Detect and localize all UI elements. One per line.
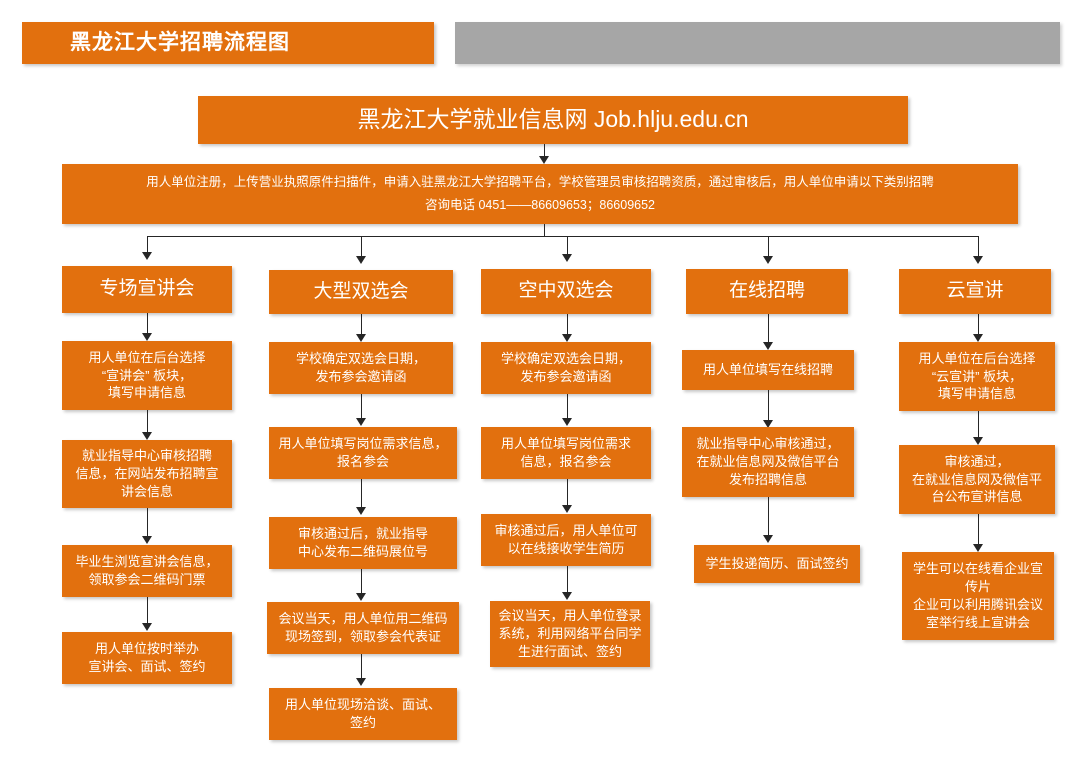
arrow-c4-3 [763,535,773,543]
connector-distribution-bus [147,236,978,238]
connector-c1-4 [146,597,149,627]
step-box[interactable]: 会议当天，用人单位用二维码 现场签到，领取参会代表证 [267,602,459,654]
arrow-bus-drop-2 [356,256,366,264]
step-box[interactable]: 用人单位填写岗位需求信息， 报名参会 [269,427,457,479]
column-head-online-recruitment[interactable]: 在线招聘 [686,269,848,314]
connector-c5-2 [977,411,980,441]
connector-c1-2 [146,410,149,436]
column-head-special-session[interactable]: 专场宣讲会 [62,266,232,313]
arrow-c1-2 [142,432,152,440]
column-head-air-job-fair[interactable]: 空中双选会 [481,269,651,314]
arrow-bus-drop-4 [763,256,773,264]
connector-c1-1 [146,313,149,337]
connector-desc-stem [543,224,546,237]
arrow-c3-3 [562,505,572,513]
description-banner: 用人单位注册，上传营业执照原件扫描件，申请入驻黑龙江大学招聘平台，学校管理员审核… [62,164,1018,224]
step-box[interactable]: 用人单位在后台选择 “云宣讲” 板块， 填写申请信息 [899,342,1055,411]
arrow-c1-1 [142,333,152,341]
step-box[interactable]: 学校确定双选会日期， 发布参会邀请函 [481,342,651,394]
connector-c2-1 [360,314,363,338]
arrow-c3-2 [562,418,572,426]
connector-bus-drop-4 [767,236,770,260]
step-box[interactable]: 学生投递简历、面试签约 [694,545,860,583]
arrow-c1-4 [142,623,152,631]
arrow-bus-drop-5 [973,256,983,264]
step-box[interactable]: 就业指导中心审核招聘 信息，在网站发布招聘宣 讲会信息 [62,440,232,508]
step-box[interactable]: 毕业生浏览宣讲会信息， 领取参会二维码门票 [62,545,232,597]
arrow-c1-3 [142,536,152,544]
description-line-2: 咨询电话 0451——86609653；86609652 [424,198,655,212]
connector-c5-3 [977,514,980,548]
step-box[interactable]: 用人单位按时举办 宣讲会、面试、签约 [62,632,232,684]
connector-c2-3 [360,479,363,511]
arrow-c2-5 [356,678,366,686]
connector-c1-3 [146,508,149,540]
connector-site-to-desc [543,144,546,162]
step-box[interactable]: 学生可以在线看企业宣 传片 企业可以利用腾讯会议 室举行线上宣讲会 [902,552,1054,640]
connector-c4-2 [767,390,770,424]
connector-c2-4 [360,569,363,597]
step-box[interactable]: 用人单位填写在线招聘 [682,350,854,390]
arrow-bus-drop-1 [142,252,152,260]
connector-c3-2 [566,394,569,422]
arrow-c5-3 [973,544,983,552]
step-box[interactable]: 用人单位现场洽谈、面试、 签约 [269,688,457,740]
arrow-c5-2 [973,437,983,445]
arrow-c3-1 [562,334,572,342]
connector-c3-1 [566,314,569,338]
connector-bus-drop-1 [146,236,149,256]
connector-c5-1 [977,314,980,338]
connector-c2-2 [360,394,363,422]
arrow-c2-1 [356,334,366,342]
column-head-large-job-fair[interactable]: 大型双选会 [269,270,453,314]
arrow-c4-2 [763,420,773,428]
step-box[interactable]: 会议当天，用人单位登录 系统，利用网络平台同学 生进行面试、签约 [490,601,650,667]
arrow-bus-drop-3 [562,254,572,262]
connector-c2-5 [360,654,363,682]
header-gray-bar [455,22,1060,64]
connector-c3-4 [566,566,569,596]
step-box[interactable]: 用人单位填写岗位需求 信息，报名参会 [481,427,651,479]
arrow-site-to-desc [539,156,549,164]
step-box[interactable]: 审核通过后，用人单位可 以在线接收学生简历 [481,514,651,566]
arrow-c5-1 [973,334,983,342]
connector-c3-3 [566,479,569,509]
arrow-c3-4 [562,592,572,600]
step-box[interactable]: 审核通过， 在就业信息网及微信平 台公布宣讲信息 [899,445,1055,514]
page-title: 黑龙江大学招聘流程图 [22,22,434,64]
connector-bus-drop-3 [566,236,569,258]
step-box[interactable]: 用人单位在后台选择 “宣讲会” 板块， 填写申请信息 [62,341,232,410]
connector-c4-1 [767,314,770,346]
arrow-c2-4 [356,593,366,601]
connector-c4-3 [767,497,770,539]
arrow-c2-3 [356,507,366,515]
arrow-c4-1 [763,342,773,350]
arrow-c2-2 [356,418,366,426]
description-line-1: 用人单位注册，上传营业执照原件扫描件，申请入驻黑龙江大学招聘平台，学校管理员审核… [146,174,934,189]
step-box[interactable]: 就业指导中心审核通过， 在就业信息网及微信平台 发布招聘信息 [682,427,854,497]
connector-bus-drop-2 [360,236,363,260]
site-banner: 黑龙江大学就业信息网 Job.hlju.edu.cn [198,96,908,144]
column-head-cloud-session[interactable]: 云宣讲 [899,269,1051,314]
step-box[interactable]: 审核通过后，就业指导 中心发布二维码展位号 [269,517,457,569]
step-box[interactable]: 学校确定双选会日期， 发布参会邀请函 [269,342,453,394]
connector-bus-drop-5 [977,236,980,260]
